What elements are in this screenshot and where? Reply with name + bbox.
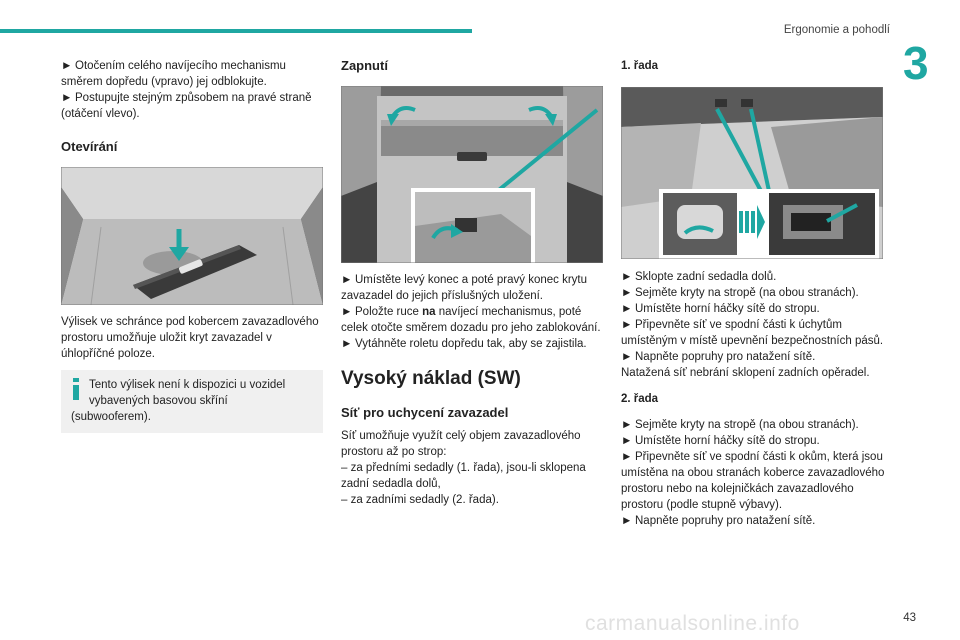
heading-on: Zapnutí	[341, 58, 388, 73]
arrow-icon: ►	[61, 60, 73, 72]
info-icon	[73, 378, 79, 400]
row1-step-5: ►Napněte popruhy pro natažení sítě.	[621, 351, 816, 363]
arrow-icon: ►	[621, 435, 633, 447]
figure-cover-install	[341, 86, 603, 263]
column-1: ►Otočením celého navíjecího mechanismu s…	[61, 58, 323, 433]
figure-net-row1	[621, 87, 883, 259]
row1-title: 1. řada	[621, 60, 659, 72]
arrow-icon: ►	[61, 92, 73, 104]
net-intro: Síť umožňuje využít celý objem zavazadlo…	[341, 430, 581, 458]
arrow-icon: ►	[621, 271, 633, 283]
section-title: Ergonomie a pohodlí	[783, 24, 890, 36]
step-rotate: ►Položte ruce na navíjecí mechanismus, p…	[341, 306, 601, 334]
instruction-unlock: ►Otočením celého navíjecího mechanismu s…	[61, 60, 286, 88]
heading-open: Otevírání	[61, 139, 118, 154]
arrow-icon: ►	[621, 515, 633, 527]
heading-high-load: Vysoký náklad (SW)	[341, 368, 521, 389]
arrow-icon: ►	[621, 287, 633, 299]
arrow-icon: ►	[621, 303, 633, 315]
row2-title: 2. řada	[621, 393, 659, 405]
row2-step-1: ►Sejměte kryty na stropě (na obou straná…	[621, 419, 859, 431]
row1-step-3: ►Umístěte horní háčky sítě do stropu.	[621, 303, 820, 315]
row1-step-1: ►Sklopte zadní sedadla dolů.	[621, 271, 777, 283]
info-line-2: vybavených basovou skříní	[89, 395, 228, 407]
arrow-icon: ►	[341, 306, 353, 318]
step-place-cover: ►Umístěte levý konec a poté pravý konec …	[341, 274, 588, 302]
chapter-number: 3	[903, 37, 929, 89]
row1-step-4: ►Připevněte síť ve spodní části k úchytů…	[621, 319, 884, 347]
arrow-icon: ►	[621, 419, 633, 431]
net-option-2: – za zadními sedadly (2. řada).	[341, 494, 499, 506]
arrow-icon: ►	[341, 338, 353, 350]
arrow-icon: ►	[621, 319, 633, 331]
arrow-icon: ►	[621, 451, 633, 463]
net-option-1: – za předními sedadly (1. řada), jsou-li…	[341, 462, 586, 490]
step-pull-blind: ►Vytáhněte roletu dopředu tak, aby se za…	[341, 338, 587, 350]
page-number: 43	[903, 612, 916, 624]
column-3: 1. řada ►Sklopte zadní sed	[621, 58, 885, 529]
info-box: Tento výlisek není k dispozici u vozidel…	[61, 370, 323, 433]
row2-step-3: ►Připevněte síť ve spodní části k okům, …	[621, 451, 885, 511]
row1-note: Natažená síť nebrání sklopení zadních op…	[621, 367, 870, 379]
arrow-icon: ►	[341, 274, 353, 286]
instruction-right-side: ►Postupujte stejným způsobem na pravé st…	[61, 92, 312, 120]
caption-molding: Výlisek ve schránce pod kobercem zavazad…	[61, 316, 319, 360]
subheading-net: Síť pro uchycení zavazadel	[341, 405, 509, 420]
arrow-icon: ►	[621, 351, 633, 363]
row2-step-2: ►Umístěte horní háčky sítě do stropu.	[621, 435, 820, 447]
row2-step-4: ►Napněte popruhy pro natažení sítě.	[621, 515, 816, 527]
info-line-3: (subwooferem).	[71, 411, 151, 423]
info-line-1: Tento výlisek není k dispozici u vozidel	[89, 379, 286, 391]
watermark: carmanualsonline.info	[585, 612, 800, 635]
header-accent-bar	[0, 29, 472, 33]
row1-step-2: ►Sejměte kryty na stropě (na obou straná…	[621, 287, 859, 299]
column-2: Zapnutí ►Umístěte levý konec a po	[341, 58, 606, 508]
figure-trunk-molding	[61, 167, 323, 305]
